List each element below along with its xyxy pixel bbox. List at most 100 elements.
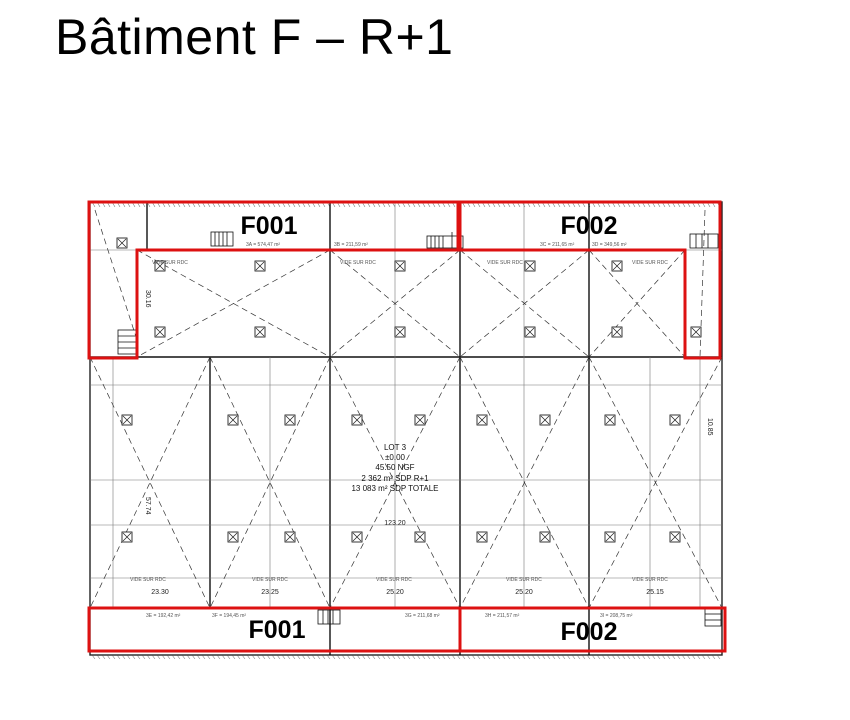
zone-f002-bottom-outline — [458, 606, 727, 653]
hatch-tick — [656, 654, 661, 660]
skylight-box — [394, 260, 406, 272]
hatch-tick — [376, 654, 381, 660]
void-diagonals — [89, 209, 723, 609]
dimension-bay-1: 23.30 — [151, 589, 169, 596]
secondary-grid — [90, 202, 722, 608]
skylight-box — [669, 531, 681, 543]
hatch-tick — [546, 654, 551, 660]
hatch-tick — [336, 654, 341, 660]
stair-5 — [317, 609, 341, 625]
hatch-tick — [621, 654, 626, 660]
edge-hatching — [91, 201, 721, 660]
dimension-total: 123.20 — [384, 520, 406, 527]
hatch-tick — [466, 654, 471, 660]
void-label: VIDE SUR RDC — [487, 260, 523, 266]
hatch-tick — [421, 654, 426, 660]
hatch-tick — [346, 654, 351, 660]
hatch-tick — [211, 654, 216, 660]
hatch-tick — [96, 654, 101, 660]
skylight-box — [284, 531, 296, 543]
hatch-tick — [591, 654, 596, 660]
hatch-tick — [671, 654, 676, 660]
hatch-tick — [691, 654, 696, 660]
skylights — [116, 237, 702, 543]
skylight-box — [604, 414, 616, 426]
hatch-tick — [611, 654, 616, 660]
zone-label-f002-top: F002 — [561, 212, 618, 240]
hatch-tick — [161, 654, 166, 660]
hatch-tick — [716, 654, 721, 660]
stair-3 — [689, 233, 719, 249]
skylight-box — [524, 260, 536, 272]
hatch-tick — [351, 654, 356, 660]
hatch-tick — [231, 654, 236, 660]
skylight-box — [539, 531, 551, 543]
skylight-box — [284, 414, 296, 426]
void-label: VIDE SUR RDC — [506, 577, 542, 583]
hatch-tick — [101, 654, 106, 660]
hatch-tick — [396, 654, 401, 660]
stair-4 — [117, 329, 137, 355]
hatch-tick — [426, 654, 431, 660]
skylight-box — [227, 414, 239, 426]
hatch-tick — [91, 654, 96, 660]
hatch-tick — [236, 654, 241, 660]
hatch-tick — [531, 654, 536, 660]
hatch-tick — [441, 654, 446, 660]
hatch-tick — [686, 654, 691, 660]
hatch-tick — [446, 654, 451, 660]
unit-label-3g: 3G = 211,68 m² — [405, 613, 440, 619]
hatch-tick — [641, 654, 646, 660]
skylight-box — [254, 260, 266, 272]
hatch-tick — [286, 654, 291, 660]
hatch-tick — [661, 654, 666, 660]
void-label: VIDE SUR RDC — [252, 577, 288, 583]
stair-2 — [426, 232, 464, 249]
hatch-tick — [371, 654, 376, 660]
zone-label-f002-bottom: F002 — [561, 618, 618, 646]
hatch-tick — [581, 654, 586, 660]
hatch-tick — [291, 654, 296, 660]
stair-6 — [704, 607, 722, 627]
hatch-tick — [341, 654, 346, 660]
hatch-tick — [406, 654, 411, 660]
hatch-tick — [141, 654, 146, 660]
hatch-tick — [596, 654, 601, 660]
skylight-box — [611, 260, 623, 272]
hatch-tick — [701, 654, 706, 660]
hatch-tick — [126, 654, 131, 660]
hatch-tick — [431, 654, 436, 660]
unit-label-3e: 3E = 192,42 m² — [146, 613, 181, 619]
hatch-tick — [471, 654, 476, 660]
unit-label-3d: 3D = 349,56 m² — [592, 242, 627, 248]
hatch-tick — [216, 654, 221, 660]
skylight-box — [476, 531, 488, 543]
dimension-bay-2: 23.25 — [261, 589, 279, 596]
hatch-tick — [491, 654, 496, 660]
skylight-box — [394, 326, 406, 338]
void-label: VIDE SUR RDC — [632, 260, 668, 266]
hatch-tick — [246, 654, 251, 660]
hatch-tick — [136, 654, 141, 660]
hatch-tick — [636, 654, 641, 660]
hatch-tick — [191, 654, 196, 660]
hatch-tick — [631, 654, 636, 660]
hatch-tick — [566, 654, 571, 660]
hatch-tick — [311, 654, 316, 660]
zone-f001-top-outline — [87, 200, 460, 360]
dimension-left-top: 30.16 — [144, 290, 151, 308]
hatch-tick — [506, 654, 511, 660]
unit-label-3i: 3I = 208,75 m² — [600, 613, 633, 619]
hatch-tick — [301, 654, 306, 660]
hatch-tick — [526, 654, 531, 660]
hatch-tick — [201, 654, 206, 660]
hatch-tick — [226, 654, 231, 660]
skylight-box — [539, 414, 551, 426]
hatch-tick — [601, 654, 606, 660]
skylight-box — [116, 237, 128, 249]
hatch-tick — [326, 654, 331, 660]
zone-label-f001-top: F001 — [241, 212, 298, 240]
hatch-tick — [411, 654, 416, 660]
hatch-tick — [561, 654, 566, 660]
